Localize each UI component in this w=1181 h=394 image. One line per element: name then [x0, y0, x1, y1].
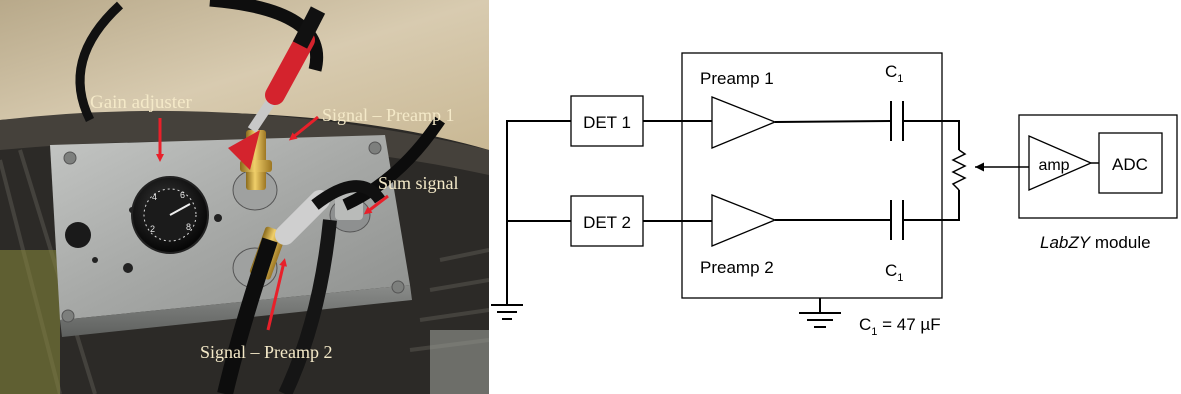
preamp2-symbol — [711, 194, 777, 247]
arrow-sum — [363, 194, 389, 215]
device-photo: 4 6 8 2 Gain adjuster Signal – Preamp 1 … — [0, 0, 489, 394]
cable-preamp2 — [217, 237, 278, 394]
ground-symbol-bottom — [799, 312, 841, 328]
connector-preamp1 — [232, 6, 326, 211]
capacitor-c1-bottom — [890, 200, 904, 240]
adc-box — [1098, 132, 1163, 194]
label-signal-preamp2: Signal – Preamp 2 — [200, 342, 333, 362]
preamp-enclosure — [681, 52, 943, 299]
label-gain-adjuster: Gain adjuster — [90, 92, 193, 113]
c1-value-label: C1 = 47 µF — [859, 315, 941, 338]
circuit-schematic: DET 1 DET 2 Preamp 1 Preamp 2 C1 C1 C1 =… — [491, 52, 1178, 338]
gain-dial: 4 6 8 2 — [131, 176, 209, 254]
capacitor-c1-top — [890, 101, 904, 141]
preamp2-label: Preamp 2 — [700, 258, 774, 277]
arrow-preamp1 — [288, 115, 319, 141]
amp-symbol — [1028, 135, 1093, 191]
wire-left-bus — [506, 120, 571, 305]
preamp1-symbol — [711, 96, 777, 149]
red-flag — [228, 130, 260, 170]
connector-sum — [329, 116, 445, 233]
det2-label: DET 2 — [583, 213, 631, 232]
c1-top-label: C1 — [885, 62, 903, 85]
amp-label: amp — [1038, 157, 1069, 174]
svg-text:6: 6 — [180, 190, 185, 200]
ground-symbol-left — [491, 304, 523, 320]
svg-text:4: 4 — [152, 192, 157, 202]
svg-text:8: 8 — [186, 222, 191, 232]
potentiometer — [951, 149, 967, 191]
adc-label: ADC — [1112, 155, 1148, 174]
module-caption: LabZY module — [1040, 233, 1151, 252]
mount-hole — [65, 222, 91, 248]
labzy-module-box — [1018, 114, 1178, 219]
preamp1-label: Preamp 1 — [700, 69, 774, 88]
label-sum-signal: Sum signal — [378, 173, 459, 193]
label-signal-preamp1: Signal – Preamp 1 — [322, 105, 455, 125]
svg-text:2: 2 — [150, 224, 155, 234]
arrow-preamp2 — [266, 258, 287, 331]
det1-label: DET 1 — [583, 113, 631, 132]
c1-bottom-label: C1 — [885, 261, 903, 284]
